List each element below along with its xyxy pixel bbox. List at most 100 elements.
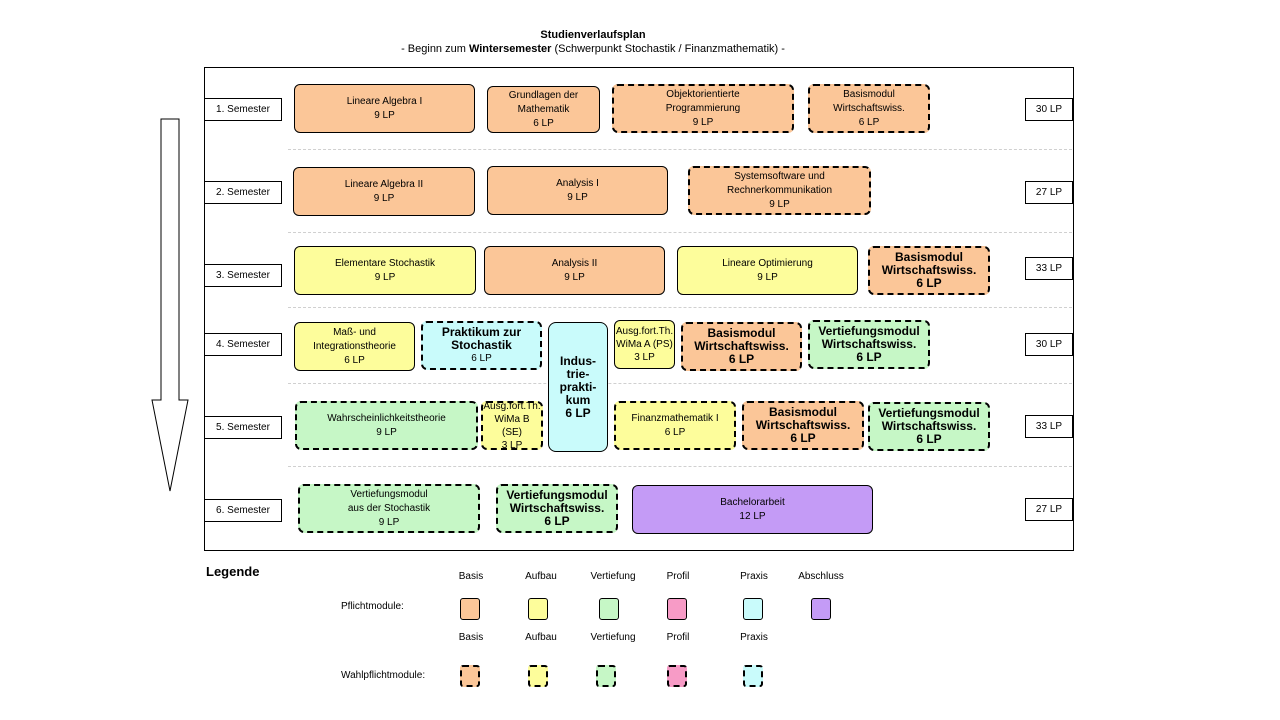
row-separator	[288, 149, 1072, 150]
module-name: Vertiefungsmodul Wirtschaftswiss.	[818, 324, 920, 351]
module-name: Objektorientierte Programmierung	[665, 88, 741, 114]
legend-col-basis: Basis	[458, 632, 484, 643]
module-name: Lineare Optimierung	[722, 257, 813, 269]
module-lp: 6 LP	[664, 426, 686, 438]
module-lp: 6 LP	[916, 276, 942, 290]
plan-title: Studienverlaufsplan	[540, 29, 646, 41]
module-name: Lineare Algebra II	[344, 178, 424, 190]
module-name: Systemsoftware und Rechnerkommunikation	[726, 170, 833, 196]
module-box: Finanzmathematik I 6 LP	[614, 401, 736, 450]
module-box: Objektorientierte Programmierung 9 LP	[612, 84, 794, 133]
module-lp: 6 LP	[856, 350, 882, 364]
module-lp: 6 LP	[858, 116, 880, 128]
legend-swatch-wahlpflicht-vertiefung	[596, 665, 616, 687]
module-lp: 9 LP	[692, 116, 714, 128]
module-name: Vertiefungsmodul Wirtschaftswiss.	[506, 488, 608, 515]
module-box: Vertiefungsmodul Wirtschaftswiss.6 LP	[808, 320, 930, 369]
semester-label-3: 3. Semester	[204, 264, 282, 287]
module-name: Analysis II	[551, 257, 598, 269]
module-box: Ausg.fort.Th. WiMa B (SE)3 LP	[481, 400, 543, 451]
semester-progress-arrow-icon	[151, 118, 189, 492]
legend-swatch-pflicht-aufbau	[528, 598, 548, 620]
module-lp: 9 LP	[374, 109, 395, 121]
module-box: Basismodul Wirtschaftswiss.6 LP	[868, 246, 990, 295]
legend-title: Legende	[206, 564, 260, 579]
subtitle-semester: Wintersemester	[468, 43, 552, 55]
module-box: Lineare Optimierung 9 LP	[677, 246, 858, 295]
plan-subtitle: - Beginn zum Wintersemester (Schwerpunkt…	[340, 43, 846, 55]
subtitle-prefix: - Beginn zum	[401, 43, 469, 55]
module-name: Grundlagen der Mathematik	[508, 89, 579, 115]
semester-label-6: 6. Semester	[204, 499, 282, 522]
module-lp: 6 LP	[565, 405, 591, 420]
module-lp: 9 LP	[378, 516, 400, 528]
legend-swatch-wahlpflicht-profil	[667, 665, 687, 687]
semester-label-1: 1. Semester	[204, 98, 282, 121]
semester-lp-total-1: 30 LP	[1025, 98, 1073, 121]
module-box: Wahrscheinlichkeitstheorie 9 LP	[295, 401, 478, 450]
legend-swatch-pflicht-praxis	[743, 598, 763, 620]
module-box: Basismodul Wirtschaftswiss.6 LP	[681, 322, 802, 371]
module-name: Praktikum zur Stochastik	[441, 324, 522, 352]
module-box: Basismodul Wirtschaftswiss. 6 LP	[808, 84, 930, 133]
module-lp: 6 LP	[533, 117, 554, 129]
legend-swatch-wahlpflicht-basis	[460, 665, 480, 687]
module-box: Grundlagen der Mathematik 6 LP	[487, 86, 600, 133]
semester-lp-total-5: 33 LP	[1025, 415, 1073, 438]
legend-col-vertiefung: Vertiefung	[590, 571, 636, 582]
semester-label-2: 2. Semester	[204, 181, 282, 204]
legend-col-profil: Profil	[666, 632, 690, 643]
module-box: Analysis II 9 LP	[484, 246, 665, 295]
module-name: Basismodul Wirtschaftswiss.	[833, 88, 905, 114]
module-name: Basismodul Wirtschaftswiss.	[881, 250, 977, 277]
module-name: Vertiefungsmodul Wirtschaftswiss.	[878, 406, 980, 433]
legend-col-abschluss: Abschluss	[798, 571, 844, 582]
legend-swatch-pflicht-profil	[667, 598, 687, 620]
module-lp: 6 LP	[790, 431, 816, 445]
row-separator	[288, 383, 1072, 384]
module-name: Analysis I	[556, 177, 599, 189]
module-box: Vertiefungsmodul aus der Stochastik 9 LP	[298, 484, 480, 533]
module-lp: 6 LP	[544, 514, 570, 528]
row-separator	[288, 232, 1072, 233]
module-lp: 9 LP	[757, 271, 778, 283]
module-lp: 9 LP	[376, 426, 397, 438]
legend-col-profil: Profil	[666, 571, 690, 582]
module-name: Basismodul Wirtschaftswiss.	[694, 326, 789, 353]
semester-label-4: 4. Semester	[204, 333, 282, 356]
row-separator	[288, 307, 1072, 308]
row-separator	[288, 466, 1072, 467]
legend-col-basis: Basis	[458, 571, 484, 582]
legend-col-praxis: Praxis	[740, 632, 768, 643]
legend-col-aufbau: Aufbau	[525, 632, 557, 643]
module-lp: 6 LP	[471, 352, 492, 364]
legend-swatch-wahlpflicht-praxis	[743, 665, 763, 687]
plan-frame	[204, 67, 1074, 551]
module-lp: 6 LP	[728, 352, 755, 366]
legend-col-vertiefung: Vertiefung	[590, 632, 636, 643]
module-box: Vertiefungsmodul Wirtschaftswiss.6 LP	[496, 484, 618, 533]
semester-lp-total-6: 27 LP	[1025, 498, 1073, 521]
semester-lp-total-2: 27 LP	[1025, 181, 1073, 204]
module-name: Ausg.fort.Th. WiMa B (SE)	[483, 400, 541, 438]
module-name: Wahrscheinlichkeitstheorie	[327, 412, 446, 424]
module-name: Vertiefungsmodul aus der Stochastik	[347, 488, 431, 514]
module-name: Basismodul Wirtschaftswiss.	[755, 405, 851, 432]
semester-lp-total-3: 33 LP	[1025, 257, 1073, 280]
module-name: Finanzmathematik I	[631, 412, 719, 424]
legend-col-praxis: Praxis	[740, 571, 768, 582]
module-lp: 9 LP	[567, 191, 588, 203]
module-name: Ausg.fort.Th. WiMa A (PS)	[615, 326, 674, 350]
module-lp: 9 LP	[564, 271, 585, 283]
module-name: Maß- und Integrationstheorie	[313, 326, 396, 352]
module-box: Ausg.fort.Th. WiMa A (PS)3 LP	[614, 320, 675, 369]
module-box: Basismodul Wirtschaftswiss.6 LP	[742, 401, 864, 450]
module-lp: 6 LP	[344, 354, 365, 366]
legend-swatch-wahlpflicht-aufbau	[528, 665, 548, 687]
